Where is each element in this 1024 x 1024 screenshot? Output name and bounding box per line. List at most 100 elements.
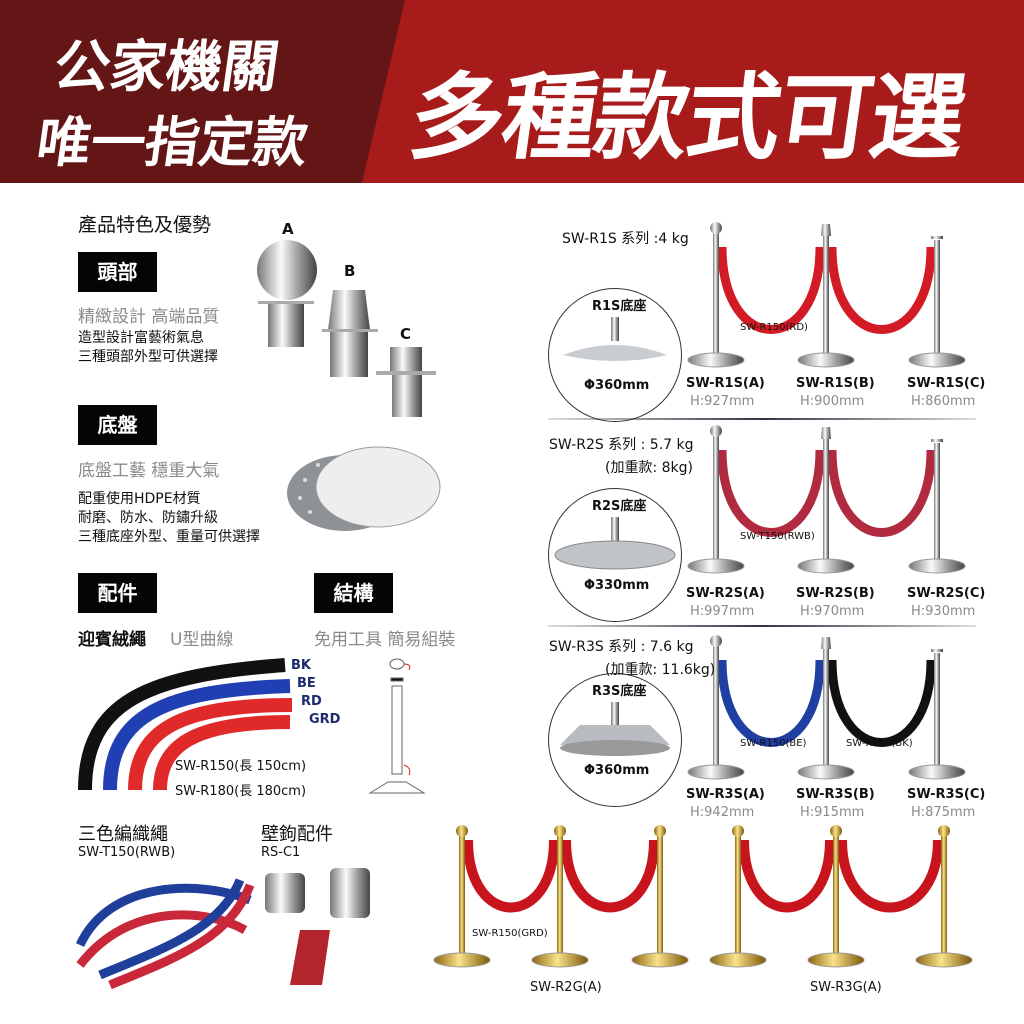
series-extra-weight: (加重款: 8kg) [605,460,693,476]
series-title: SW-R1S 系列 :4 kg [562,231,689,247]
base-diameter: Φ330mm [584,578,650,593]
series-title: SW-R3S 系列 : 7.6 kg [549,639,694,655]
stanchion [797,637,855,780]
model-name: SW-R3S(B) [796,787,875,802]
rope-label: SW-R150(BE) [740,738,807,749]
gold-model-r3g: SW-R3G(A) [810,980,882,995]
gold-set-red-rope [739,839,835,913]
wall-hook-icon [265,868,370,985]
base-plate-icon [287,446,441,531]
blue-velvet-rope [717,659,825,747]
structure-label: 結構 [314,573,393,613]
wall-hook-title: 壁鉤配件 [261,824,333,845]
gold-stanchion [915,825,973,968]
rope-color-bk: BK [291,658,311,673]
gold-stanchion [631,825,689,968]
head-ball-icon [257,240,317,347]
tricolor-rope [827,449,936,537]
head-label: 頭部 [78,252,157,292]
gold-model-r2g: SW-R2G(A) [530,980,602,995]
gold-stanchion [709,825,767,968]
stanchion [687,425,745,574]
stanchion [797,224,855,368]
model-name: SW-R2S(B) [796,586,875,601]
head-line-1: 造型設計富藝術氣息 [78,330,204,346]
wall-hook-model: RS-C1 [261,845,301,860]
model-name: SW-R3S(C) [907,787,986,802]
model-height: H:942mm [690,805,755,820]
model-name: SW-R1S(A) [686,376,765,391]
structure-tagline: 免用工具 簡易組裝 [314,630,456,650]
tricolor-rope [717,449,825,537]
base-tagline: 底盤工藝 穩重大氣 [78,461,220,481]
features-title: 產品特色及優勢 [78,214,212,236]
model-name: SW-R2S(C) [907,586,986,601]
head-variant-c: C [400,325,412,343]
rope-color-grd: GRD [309,712,341,727]
series-extra-weight: (加重款: 11.6kg) [605,662,716,678]
model-name: SW-R3S(A) [686,787,765,802]
head-line-2: 三種頭部外型可供選擇 [78,349,218,365]
gold-set-red-rope [561,839,659,913]
model-height: H:915mm [800,805,865,820]
stanchion [908,649,966,780]
head-variant-b: B [344,262,356,280]
base-detail-circle [548,288,682,422]
assembly-diagram-icon [368,658,426,794]
red-velvet-rope [827,246,936,334]
accessories-label: 配件 [78,573,157,613]
model-height: H:997mm [690,604,755,619]
velvet-rope-subtitle: U型曲線 [170,630,234,650]
head-tagline: 精緻設計 高端品質 [78,307,220,327]
rope-model-180: SW-R180(長 180cm) [175,784,307,799]
tricolor-rope-model: SW-T150(RWB) [78,845,176,860]
stanchion [908,439,966,574]
head-cone-icon [322,290,378,377]
model-name: SW-R2S(A) [686,586,765,601]
velvet-ropes-icon [78,658,293,791]
base-name: R3S底座 [592,684,647,699]
stanchion [797,427,855,574]
model-name: SW-R1S(B) [796,376,875,391]
base-label: 底盤 [78,405,157,445]
divider [548,625,976,627]
stanchion [687,635,745,780]
head-variant-a: A [282,220,294,238]
base-diameter: Φ360mm [584,763,650,778]
base-line-3: 三種底座外型、重量可供選擇 [78,529,260,545]
red-velvet-rope [717,246,825,334]
model-name: SW-R1S(C) [907,376,986,391]
rope-label: SW-T150(RWB) [740,531,815,542]
rope-label: SW-R150(RD) [740,322,808,333]
gold-stanchion [433,825,491,968]
gold-set-red-rope [837,839,943,913]
velvet-rope-title: 迎賓絨繩 [78,630,146,650]
model-height: H:860mm [911,394,976,409]
model-height: H:900mm [800,394,865,409]
base-line-1: 配重使用HDPE材質 [78,491,201,507]
base-name: R2S底座 [592,499,647,514]
rope-label-2: SW-R150(BK) [846,738,913,749]
divider [548,418,976,420]
tricolor-rope-icon [75,878,255,990]
head-flat-icon [376,347,436,417]
gold-rope-label: SW-R150(GRD) [472,928,548,939]
rope-color-rd: RD [301,694,322,709]
rope-color-be: BE [297,676,316,691]
base-detail-circle [548,488,682,622]
rope-model-150: SW-R150(長 150cm) [175,759,307,774]
model-height: H:927mm [690,394,755,409]
model-height: H:970mm [800,604,865,619]
model-height: H:930mm [911,604,976,619]
tricolor-rope-title: 三色編織繩 [78,824,168,845]
base-line-2: 耐磨、防水、防鏽升級 [78,510,218,526]
series-title: SW-R2S 系列 : 5.7 kg [549,437,694,453]
gold-stanchion [531,825,589,968]
header-banner: 公家機關 唯一指定款 多種款式可選 [0,0,1024,183]
stanchion [908,236,966,368]
stanchion [687,222,745,368]
model-height: H:875mm [911,805,976,820]
gold-set-red-rope [463,839,559,913]
